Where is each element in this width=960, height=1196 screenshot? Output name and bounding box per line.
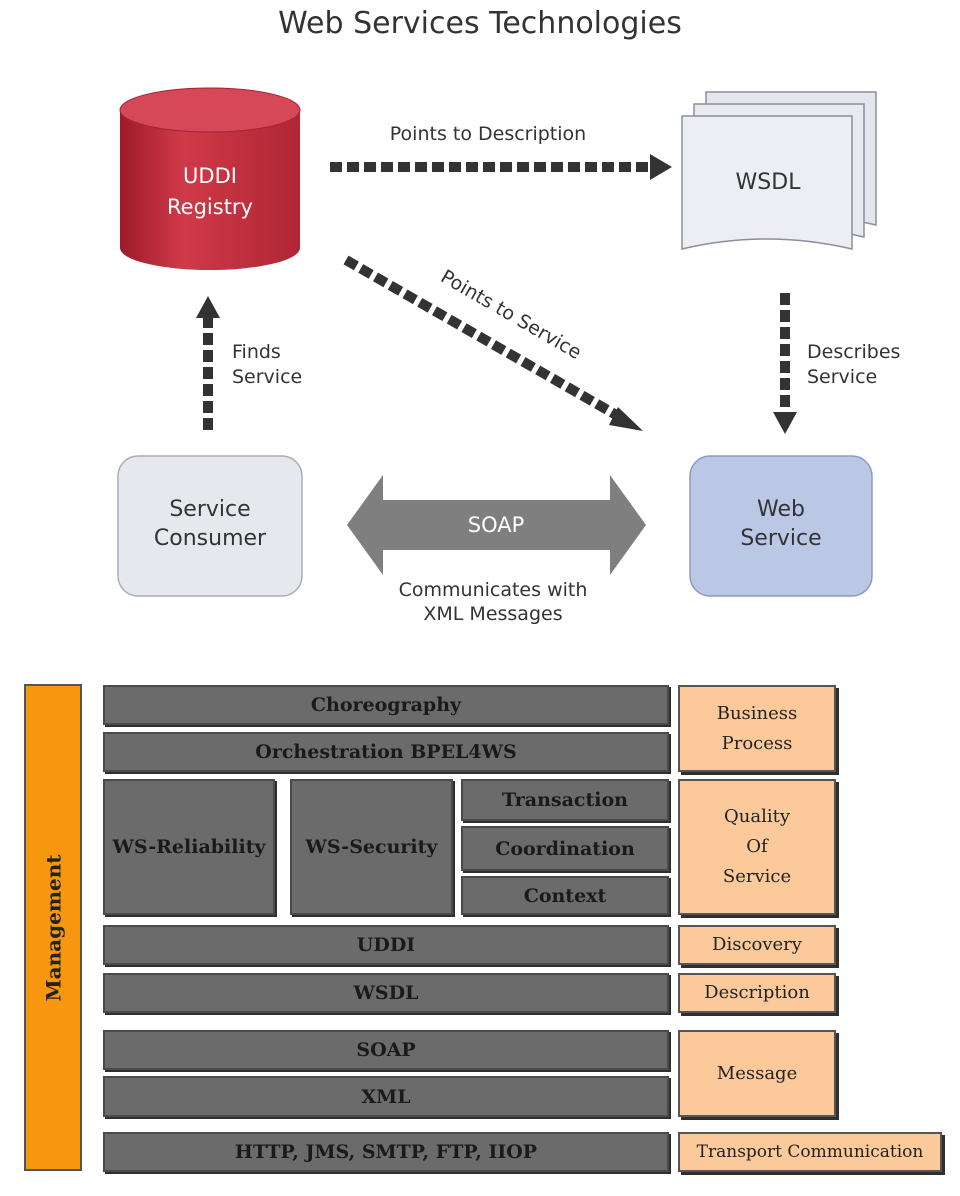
discovery-category: Discovery <box>678 925 836 965</box>
ws-reliability-layer: WS-Reliability <box>103 779 275 915</box>
web-service-label-line1: Web <box>757 497 805 522</box>
wsdl-layer: WSDL <box>103 973 669 1013</box>
orchestration-layer: Orchestration BPEL4WS <box>103 732 669 772</box>
context-layer: Context <box>461 876 669 915</box>
describes-service-arrow: Describes Service <box>773 293 900 434</box>
quality-of-service-line3: Service <box>722 866 792 887</box>
soap-label: SOAP <box>468 513 525 537</box>
quality-of-service-category: Quality Of Service <box>678 779 836 915</box>
points-to-description-label: Points to Description <box>390 123 586 145</box>
finds-service-label-line1: Finds <box>232 341 281 363</box>
service-consumer-node: Service Consumer <box>117 455 303 597</box>
uddi-label-line2: Registry <box>167 195 253 219</box>
communicates-label-line1: Communicates with <box>399 579 588 601</box>
soap-layer: SOAP <box>103 1030 669 1070</box>
diagram-title: Web Services Technologies <box>278 6 682 41</box>
transaction-layer: Transaction <box>461 779 669 821</box>
quality-of-service-line2: Of <box>746 836 768 857</box>
description-category: Description <box>678 973 836 1013</box>
wsdl-document-node: WSDL <box>681 91 877 250</box>
web-service-label-line2: Service <box>740 526 821 551</box>
finds-service-arrow: Finds Service <box>196 296 302 430</box>
transport-layer: HTTP, JMS, SMTP, FTP, IIOP <box>103 1132 669 1172</box>
describes-service-label-line2: Service <box>807 366 877 388</box>
uddi-registry-node: UDDI Registry <box>119 87 301 270</box>
finds-service-label-line2: Service <box>232 366 302 388</box>
business-process-line2: Process <box>721 732 793 754</box>
uddi-layer: UDDI <box>103 925 669 965</box>
describes-service-label-line1: Describes <box>807 341 900 363</box>
points-to-description-arrow: Points to Description <box>330 123 672 180</box>
soap-double-arrow: SOAP Communicates with XML Messages <box>347 475 646 625</box>
web-services-diagram: Web Services Technologies UDDI Registry … <box>117 6 900 625</box>
management-bar: Management <box>24 684 82 1171</box>
business-process-line1: Business <box>716 702 798 724</box>
consumer-label-line2: Consumer <box>154 526 267 551</box>
web-service-node: Web Service <box>689 455 873 597</box>
coordination-layer: Coordination <box>461 826 669 871</box>
choreography-layer: Choreography <box>103 685 669 725</box>
wsdl-label: WSDL <box>736 170 802 195</box>
business-process-category: Business Process <box>678 685 836 772</box>
ws-security-layer: WS-Security <box>290 779 453 915</box>
quality-of-service-line1: Quality <box>724 806 790 827</box>
transport-communication-category: Transport Communication <box>678 1132 942 1172</box>
message-category: Message <box>678 1030 836 1117</box>
management-label: Management <box>41 854 66 1001</box>
consumer-label-line1: Service <box>169 497 250 522</box>
xml-layer: XML <box>103 1076 669 1117</box>
uddi-label-line1: UDDI <box>183 164 237 188</box>
communicates-label-line2: XML Messages <box>423 603 562 625</box>
